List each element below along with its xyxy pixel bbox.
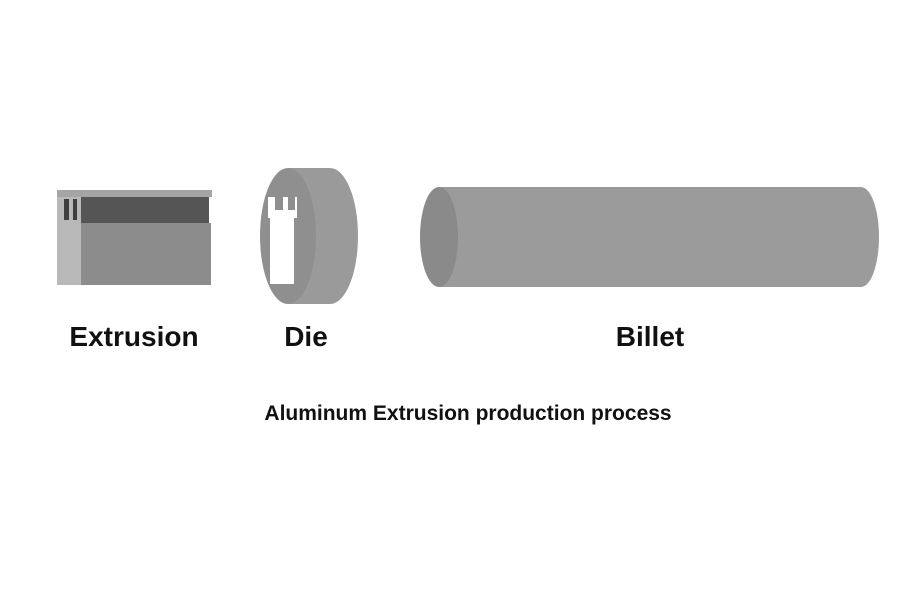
billet-body xyxy=(439,187,879,287)
extrusion-label: Extrusion xyxy=(69,321,199,352)
extrusion-slot-right xyxy=(73,199,77,220)
billet-illustration xyxy=(420,187,879,287)
diagram-caption: Aluminum Extrusion production process xyxy=(264,402,672,425)
extrusion-illustration xyxy=(57,190,212,285)
extrusion-dark-channel xyxy=(81,197,209,223)
extrusion-slot-left xyxy=(64,199,69,220)
billet-label: Billet xyxy=(615,321,685,352)
extrusion-top-rail xyxy=(57,190,212,197)
billet-end-face xyxy=(420,187,458,287)
extrusion-body xyxy=(81,223,211,285)
die-illustration xyxy=(260,168,358,304)
die-label: Die xyxy=(284,321,328,352)
die-opening xyxy=(268,197,297,284)
